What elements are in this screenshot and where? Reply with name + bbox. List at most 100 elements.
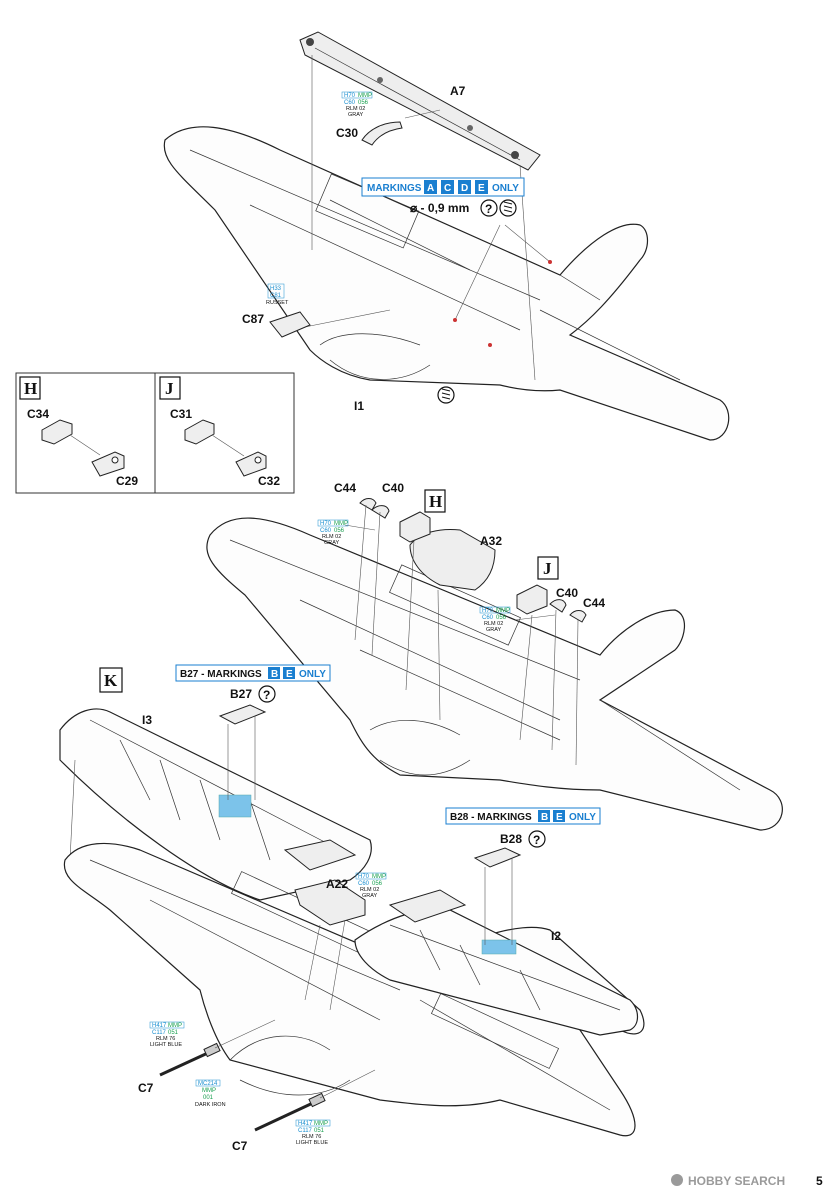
svg-text:C: C — [444, 183, 451, 194]
svg-text:C60: C60 — [482, 615, 494, 621]
svg-text:051: 051 — [314, 1128, 325, 1134]
svg-text:?: ? — [533, 833, 540, 847]
svg-text:GRAY: GRAY — [348, 112, 364, 118]
label-i2: I2 — [551, 929, 561, 943]
label-a32: A32 — [480, 534, 502, 548]
paint-callout-dark-iron: MC214 MMP 001 DARK IRON — [195, 1079, 226, 1108]
page-number: 5 — [816, 1174, 823, 1188]
svg-text:DARK IRON: DARK IRON — [195, 1102, 226, 1108]
part-j-assembly — [516, 584, 548, 615]
label-c7-lower: C7 — [232, 1139, 248, 1153]
svg-text:C60: C60 — [358, 881, 370, 887]
svg-text:H70: H70 — [344, 93, 356, 99]
svg-text:GRAY: GRAY — [324, 540, 340, 546]
svg-text:B: B — [271, 669, 278, 680]
svg-text:RLM 02: RLM 02 — [346, 106, 365, 112]
svg-text:ONLY: ONLY — [492, 183, 519, 194]
wing-middle-outline — [206, 517, 783, 831]
svg-text:H33: H33 — [270, 286, 282, 292]
label-a7: A7 — [450, 84, 466, 98]
paint-callout-russet: H33 C81 RUSSET — [266, 283, 289, 306]
label-c7-upper: C7 — [138, 1081, 154, 1095]
svg-text:MC214: MC214 — [198, 1081, 218, 1087]
svg-text:E: E — [286, 669, 293, 680]
paint-callout-gray-4: H70 MMP C60 056 RLM 02 GRAY — [355, 872, 387, 899]
svg-text:C117: C117 — [298, 1128, 313, 1134]
paint-callout-gray-3: H70 MMP C60 056 RLM 02 GRAY — [479, 606, 511, 633]
svg-text:MMP: MMP — [168, 1023, 182, 1029]
svg-text:RLM 76: RLM 76 — [302, 1134, 321, 1140]
svg-text:MMP: MMP — [372, 874, 386, 880]
svg-text:056: 056 — [334, 528, 345, 534]
watermark: HOBBY SEARCH — [671, 1174, 785, 1188]
svg-text:ONLY: ONLY — [299, 669, 326, 680]
markings-banner-b28: B28 - MARKINGS B E ONLY — [445, 807, 601, 825]
paint-callout-gray-1: H70 MMP C60 056 RLM 02 GRAY — [341, 91, 373, 118]
svg-text:H70: H70 — [482, 608, 494, 614]
svg-text:B27 - MARKINGS: B27 - MARKINGS — [180, 669, 262, 680]
label-i3: I3 — [142, 713, 152, 727]
box-h-2: H — [429, 492, 442, 511]
part-a7 — [299, 31, 541, 171]
svg-text:RLM 02: RLM 02 — [322, 534, 341, 540]
svg-text:RLM 02: RLM 02 — [360, 887, 379, 893]
part-a22 — [294, 879, 366, 926]
box-h-1: H — [24, 379, 37, 398]
svg-text:051: 051 — [168, 1030, 179, 1036]
drill-size-label: ⌀ - 0,9 mm — [410, 201, 469, 215]
part-c44-top — [359, 498, 377, 511]
label-c44-right: C44 — [583, 596, 605, 610]
svg-text:MARKINGS: MARKINGS — [367, 183, 422, 194]
highlight-area-b27 — [218, 794, 252, 818]
markings-banner-b27: B27 - MARKINGS B E ONLY — [175, 664, 331, 682]
svg-text:GRAY: GRAY — [362, 893, 378, 899]
part-b28 — [473, 847, 522, 868]
svg-text:B28 - MARKINGS: B28 - MARKINGS — [450, 812, 532, 823]
question-mark-icon-b28: ? — [528, 830, 546, 848]
svg-text:056: 056 — [496, 615, 507, 621]
part-a32 — [409, 529, 496, 591]
label-i1: I1 — [354, 399, 364, 413]
svg-text:MMP: MMP — [334, 521, 348, 527]
markings-banner-top: MARKINGS A C D E ONLY — [361, 177, 525, 197]
svg-text:E: E — [556, 812, 563, 823]
part-c7-upper — [159, 1019, 276, 1077]
box-j-2: J — [543, 559, 552, 578]
label-a22: A22 — [326, 877, 348, 891]
part-c7-lower — [254, 1069, 376, 1132]
box-k: K — [104, 671, 118, 690]
svg-text:C117: C117 — [152, 1030, 167, 1036]
svg-text:MMP: MMP — [496, 608, 510, 614]
svg-text:001: 001 — [203, 1095, 214, 1101]
svg-text:MMP: MMP — [358, 93, 372, 99]
svg-text:C81: C81 — [270, 293, 282, 299]
wing-i1-outline — [163, 126, 730, 441]
svg-text:H417: H417 — [298, 1121, 313, 1127]
part-i2 — [354, 889, 639, 1036]
part-c44-right — [569, 610, 587, 623]
label-c30: C30 — [336, 126, 358, 140]
svg-text:?: ? — [263, 688, 270, 702]
svg-text:?: ? — [485, 202, 492, 216]
box-j-1: J — [165, 379, 174, 398]
part-b27 — [218, 704, 267, 725]
part-h-assembly — [399, 511, 431, 543]
svg-text:ONLY: ONLY — [569, 812, 596, 823]
svg-text:HOBBY SEARCH: HOBBY SEARCH — [688, 1174, 785, 1188]
svg-text:RUSSET: RUSSET — [266, 300, 289, 306]
svg-text:056: 056 — [372, 881, 383, 887]
paint-callout-light-blue-2: H417 MMP C117 051 RLM 76 LIGHT BLUE — [295, 1119, 331, 1146]
highlight-area-b28 — [481, 939, 517, 955]
label-c32: C32 — [258, 474, 280, 488]
svg-text:C60: C60 — [344, 100, 356, 106]
part-c40-top — [371, 505, 390, 519]
svg-text:A: A — [427, 183, 434, 194]
paint-callout-gray-2: H70 MMP C60 056 RLM 02 GRAY — [317, 519, 349, 546]
svg-text:H70: H70 — [320, 521, 332, 527]
svg-text:RLM 76: RLM 76 — [156, 1036, 175, 1042]
step-middle-wing — [206, 498, 783, 831]
svg-text:GRAY: GRAY — [486, 627, 502, 633]
drill-bit-icon — [499, 199, 517, 217]
label-c44-top: C44 — [334, 481, 356, 495]
